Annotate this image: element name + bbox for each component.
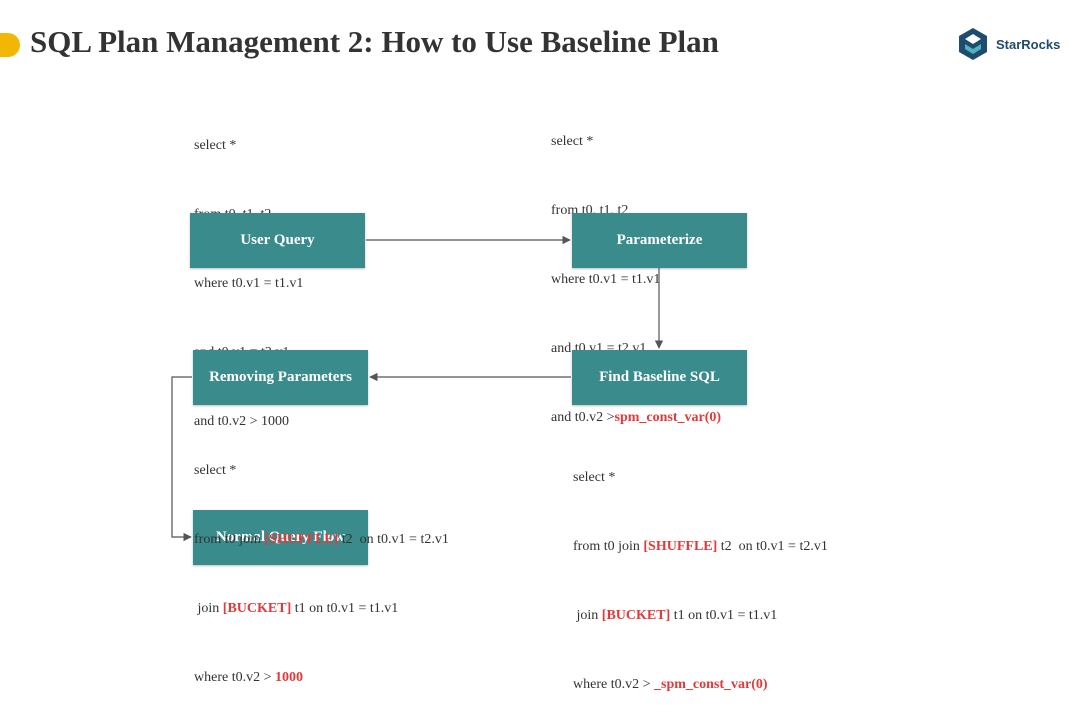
starrocks-logo-icon [959, 28, 987, 60]
find-baseline-sql-node: Find Baseline SQL [572, 350, 747, 405]
sql-line: from t0 join [SHUFFLE] t2 on t0.v1 = t2.… [194, 528, 449, 551]
sql-text: t2 on t0.v1 = t2.v1 [717, 539, 828, 554]
sql-highlight: 1000 [275, 670, 303, 685]
sql-text: from t0 join [573, 539, 644, 554]
starrocks-logo: StarRocks [956, 27, 1060, 61]
sql-highlight: [SHUFFLE] [643, 539, 718, 554]
sql-line: where t0.v1 = t1.v1 [194, 276, 304, 291]
sql-text: t2 on t0.v1 = t2.v1 [338, 532, 449, 547]
removing-parameters-node: Removing Parameters [193, 350, 368, 405]
logo-text: StarRocks [996, 36, 1061, 52]
flow-connectors [171, 235, 664, 542]
sql-text: and t0.v2 > [551, 410, 615, 425]
sql-highlight: [SHUFFLE] [264, 532, 339, 547]
parameterize-node: Parameterize [572, 213, 747, 268]
sql-line: from t0 join [SHUFFLE] t2 on t0.v1 = t2.… [573, 535, 828, 558]
sql-line: select * [194, 463, 237, 478]
sql-line: select * [573, 470, 616, 485]
sql-line: where t0.v2 > 1000 [194, 666, 449, 689]
sql-highlight: spm_const_var(0) [614, 410, 722, 425]
sql-highlight: [BUCKET] [601, 608, 671, 623]
sql-line: select * [551, 134, 594, 149]
sql-line: where t0.v2 > _spm_const_var(0) [573, 673, 828, 696]
sql-line: select * [194, 138, 237, 153]
sql-line: and t0.v2 > 1000 [194, 414, 289, 429]
arrow-removing-to-normal [171, 376, 192, 542]
sql-line: join [BUCKET] t1 on t0.v1 = t1.v1 [573, 604, 828, 627]
sql-text: t1 on t0.v1 = t1.v1 [670, 608, 778, 623]
sql-text: where t0.v2 > [573, 677, 654, 692]
page-title: SQL Plan Management 2: How to Use Baseli… [30, 24, 719, 59]
sql-text: join [573, 608, 602, 623]
sql-text: from t0 join [194, 532, 265, 547]
normal-query-flow-node: Normal Query Flow [193, 510, 368, 565]
title-accent-tab [0, 33, 20, 57]
sql-highlight: _spm_const_var(0) [654, 677, 768, 692]
sql-line: where t0.v1 = t1.v1 [551, 272, 661, 287]
sql-text: where t0.v2 > [194, 670, 275, 685]
user-query-node: User Query [190, 213, 365, 268]
sql-line: and t0.v2 >spm_const_var(0) [551, 406, 721, 429]
